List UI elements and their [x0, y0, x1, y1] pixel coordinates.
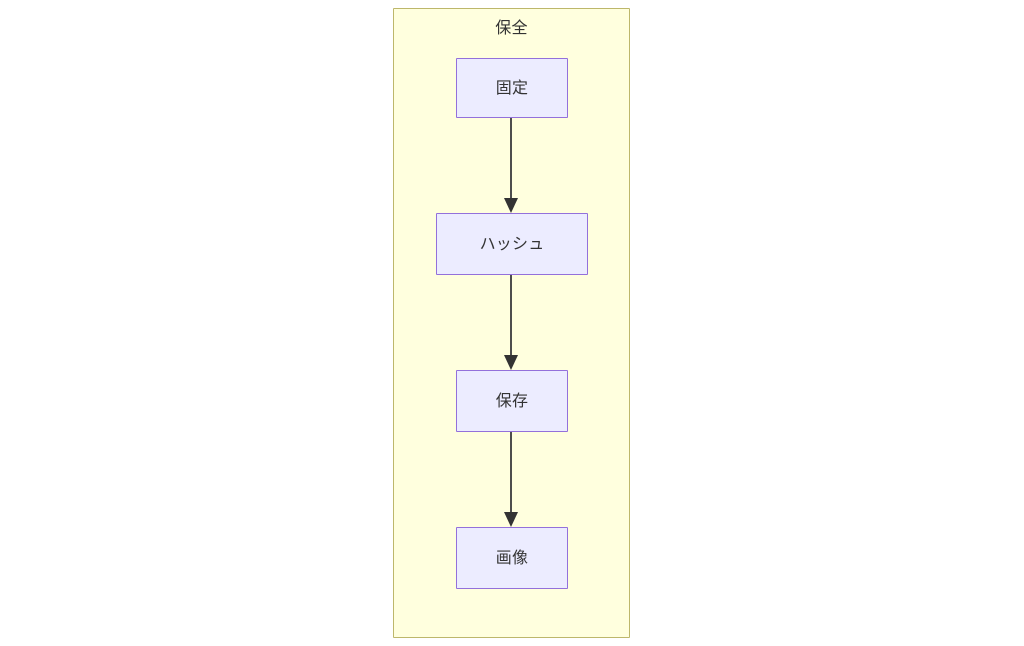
flow-node-hozon[interactable]: 保存: [456, 370, 568, 432]
flow-node-gazou[interactable]: 画像: [456, 527, 568, 589]
subgraph-title: 保全: [495, 20, 528, 37]
flow-node-label: 保存: [495, 392, 529, 410]
flow-node-label: 画像: [495, 549, 529, 567]
flow-node-label: ハッシュ: [479, 235, 545, 253]
flow-node-hash[interactable]: ハッシュ: [436, 213, 588, 275]
flow-node-label: 固定: [495, 79, 529, 97]
flow-node-kotei[interactable]: 固定: [456, 58, 568, 118]
